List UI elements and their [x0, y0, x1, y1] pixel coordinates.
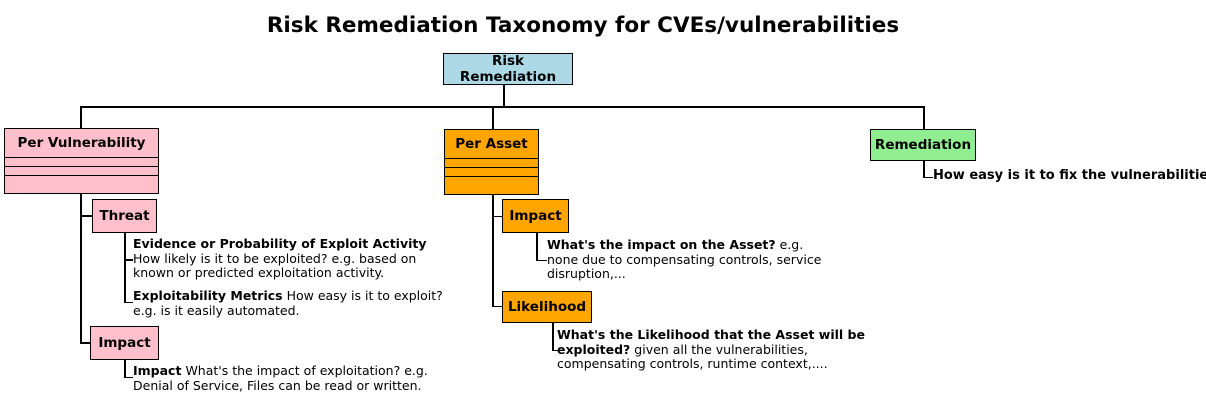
empty-compartment [445, 167, 538, 176]
empty-compartment [5, 157, 158, 166]
connector-drop-per-vulnerability [80, 106, 82, 128]
empty-compartment [5, 166, 158, 175]
connector-remediation-spine [923, 161, 925, 177]
connector-impact-left-spine [124, 360, 126, 377]
connector-tick-evidence [124, 259, 133, 261]
connector-tick-remediation [923, 176, 933, 178]
connector-left-spine [80, 194, 82, 343]
node-per-asset: Per Asset [444, 129, 539, 195]
connector-tick-exploitability [124, 301, 133, 303]
connector-drop-remediation [923, 106, 925, 129]
note-bold-text: Impact [133, 363, 182, 378]
node-impact-asset: Impact [502, 199, 569, 233]
note-bold-text: What's the impact on the Asset? [547, 237, 776, 252]
connector-drop-per-asset [492, 106, 494, 129]
note-likelihood: What's the Likelihood that the Asset wil… [557, 327, 869, 372]
node-label: Likelihood [507, 299, 587, 315]
connector-branch-likelihood [492, 305, 502, 307]
node-label: Remediation [874, 137, 972, 153]
node-label: Per Vulnerability [17, 135, 146, 151]
node-impact-vulnerability: Impact [90, 326, 159, 360]
note-remediation: How easy is it to fix the vulnerabilitie… [933, 168, 1206, 184]
empty-compartment [445, 158, 538, 167]
note-body-text: given all the vulnerabilities, compensat… [557, 341, 828, 371]
note-bold-text: Evidence or Probability of Exploit Activ… [133, 236, 427, 251]
node-risk-remediation: Risk Remediation [443, 53, 573, 85]
node-likelihood: Likelihood [502, 291, 592, 323]
note-body-text: e.g. none due to compensating controls, … [547, 237, 822, 281]
node-label: Risk Remediation [459, 53, 557, 85]
note-impact-asset: What's the impact on the Asset? e.g. non… [547, 237, 832, 282]
connector-root-drop [503, 85, 505, 106]
note-bold-text: How easy is it to fix the vulnerabilitie… [933, 168, 1206, 183]
node-label: Per Asset [455, 136, 528, 152]
connector-tick-impact-mid [536, 259, 547, 261]
connector-branch-impact-left [80, 342, 90, 344]
connector-trunk [80, 106, 924, 108]
note-threat-evidence: Evidence or Probability of Exploit Activ… [133, 236, 435, 281]
node-label: Impact [98, 335, 151, 351]
note-bold-text: What's the Likelihood that the Asset wil… [557, 327, 865, 357]
note-bold-text: Exploitability Metrics [133, 288, 283, 303]
node-label: Threat [99, 208, 150, 224]
node-per-vulnerability: Per Vulnerability [4, 128, 159, 194]
connector-mid-spine [492, 193, 494, 307]
connector-impact-mid-spine [536, 233, 538, 260]
node-threat: Threat [92, 199, 157, 233]
connector-tick-impact-left [124, 376, 133, 378]
node-remediation: Remediation [870, 129, 976, 161]
empty-compartment [445, 176, 538, 194]
connector-likelihood-spine [552, 323, 554, 350]
note-body-text: How likely is it to be exploited? e.g. b… [133, 250, 417, 280]
note-threat-exploitability: Exploitability Metrics How easy is it to… [133, 288, 463, 318]
note-impact-vulnerability: Impact What's the impact of exploitation… [133, 363, 445, 393]
empty-compartment [5, 175, 158, 193]
note-body-text: What's the impact of exploitation? e.g. … [133, 363, 428, 393]
note-body-text: How easy is it to exploit? e.g. is it ea… [133, 288, 443, 318]
connector-branch-threat [80, 215, 92, 217]
connector-threat-spine [124, 233, 126, 303]
connector-tick-likelihood [552, 349, 559, 351]
node-label: Impact [509, 208, 562, 224]
connector-branch-impact-mid [492, 215, 502, 217]
diagram-title: Risk Remediation Taxonomy for CVEs/vulne… [266, 13, 900, 38]
